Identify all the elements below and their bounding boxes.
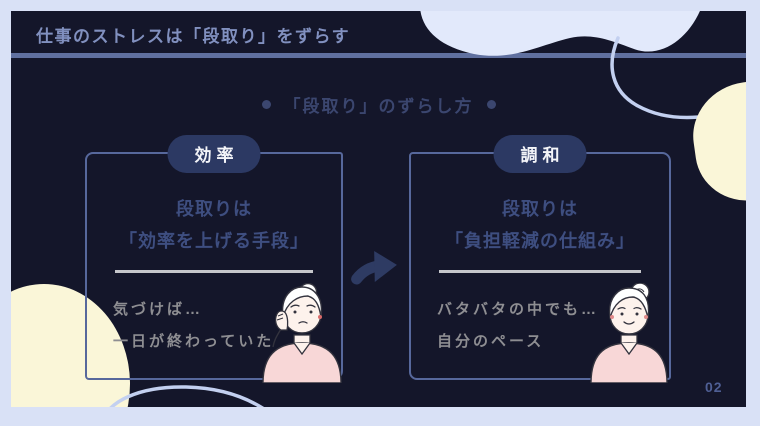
harmony-title-line2: 「負担軽減の仕組み」 bbox=[445, 230, 635, 251]
harmony-notes: バタバタの中でも… 自分のペース bbox=[437, 294, 599, 359]
calm-woman-illustration bbox=[590, 283, 668, 383]
section-title: 「段取り」のずらし方 bbox=[11, 92, 746, 117]
header-title: 仕事のストレスは「段取り」をずらす bbox=[36, 27, 351, 46]
curve-line-bottom-icon bbox=[109, 385, 264, 407]
page-number: 02 bbox=[705, 379, 723, 395]
divider-line bbox=[114, 270, 314, 273]
efficiency-note-line1: 気づけば… bbox=[113, 301, 204, 318]
harmony-note-line1: バタバタの中でも… bbox=[437, 301, 600, 318]
arrow-right-icon bbox=[351, 251, 397, 285]
header-underline bbox=[11, 53, 746, 58]
bullet-dot-icon bbox=[486, 100, 496, 109]
harmony-note-line2: 自分のペース bbox=[437, 333, 545, 351]
section-title-text: 「段取り」のずらし方 bbox=[283, 97, 474, 116]
harmony-title-line1: 段取りは bbox=[502, 199, 578, 219]
efficiency-card-title: 段取りは 「効率を上げる手段」 bbox=[87, 194, 341, 257]
efficiency-card: 効率 段取りは 「効率を上げる手段」 気づけば… 一日が終わっていた bbox=[85, 135, 343, 383]
efficiency-title-line2: 「効率を上げる手段」 bbox=[119, 230, 309, 251]
efficiency-badge: 効率 bbox=[167, 135, 261, 173]
efficiency-title-line1: 段取りは bbox=[176, 199, 252, 219]
divider-line bbox=[439, 270, 641, 273]
lavender-blob bbox=[420, 11, 700, 56]
efficiency-notes: 気づけば… 一日が終わっていた bbox=[113, 294, 274, 359]
curve-line-top-icon bbox=[610, 36, 710, 120]
harmony-card: 調和 段取りは 「負担軽減の仕組み」 バタバタの中でも… 自分のペース bbox=[409, 135, 671, 383]
efficiency-note-line2: 一日が終わっていた bbox=[113, 333, 275, 351]
slide-main-area: 仕事のストレスは「段取り」をずらす 「段取り」のずらし方 効率 段取りは 「効率… bbox=[11, 11, 746, 407]
bullet-dot-icon bbox=[261, 100, 271, 109]
harmony-card-title: 段取りは 「負担軽減の仕組み」 bbox=[411, 194, 669, 257]
harmony-badge: 調和 bbox=[493, 135, 587, 173]
worried-woman-illustration bbox=[262, 283, 342, 383]
